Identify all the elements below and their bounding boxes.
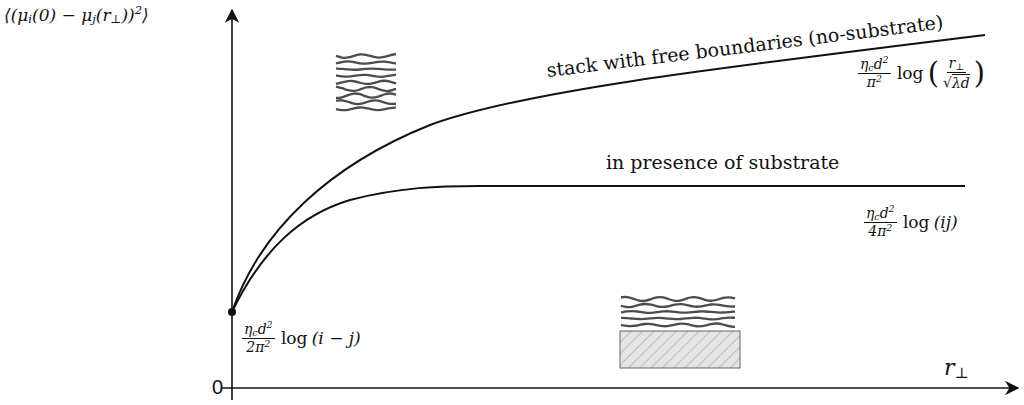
formula-part: (i − j) — [312, 329, 361, 348]
membrane-layer — [621, 304, 735, 307]
formula-part: log — [903, 213, 930, 232]
formula-part: (0) − μ — [32, 6, 92, 25]
formula-part: ⊥ — [955, 62, 964, 72]
start-dot — [228, 308, 236, 316]
curve-label: in presence of substrate — [606, 152, 839, 173]
formula-part: 2 — [883, 55, 889, 65]
fraction: ηcd2π2 — [858, 57, 891, 91]
fraction: r⊥√λd — [941, 56, 972, 92]
denominator: 2π2 — [244, 339, 272, 355]
formula-part: η — [866, 206, 874, 221]
formula-part: c — [252, 328, 257, 338]
origin-formula: ηcd22π2log(i − j) — [240, 322, 361, 356]
formula-part: )) — [121, 6, 134, 25]
origin-label: 0 — [212, 376, 223, 398]
denominator: π2 — [865, 74, 884, 90]
formula-part: log — [897, 64, 924, 83]
formula-part: 2π — [246, 340, 264, 355]
x-axis — [222, 387, 1018, 389]
membrane-layer — [621, 323, 735, 326]
formula-part: r — [944, 356, 955, 380]
formula-part: η — [244, 322, 252, 337]
formula-part: ) — [974, 59, 985, 88]
formula-part: ⟩ — [142, 6, 149, 25]
membrane-layer — [336, 107, 396, 110]
membrane-layer — [336, 68, 396, 69]
formula-part: η — [860, 57, 868, 72]
formula-part: 2 — [267, 320, 273, 330]
formula-part: 2 — [889, 204, 895, 214]
formula-part: 4π — [868, 224, 886, 239]
formula-part: √ — [943, 75, 952, 90]
numerator: ηcd2 — [858, 57, 891, 74]
x-axis-label: r⊥ — [944, 356, 969, 380]
membrane-layer — [621, 297, 735, 301]
y-axis-label: ⟨(μi(0) − μj(r⊥))2⟩ — [4, 6, 149, 25]
curve-label: stack with free boundaries (no-substrate… — [545, 11, 944, 80]
formula-part: c — [868, 63, 873, 73]
supported-stack-icon — [621, 297, 735, 327]
membrane-layer — [621, 311, 735, 313]
denominator: 4π2 — [866, 223, 894, 239]
denominator: √λd — [941, 73, 972, 91]
formula-part: log — [281, 329, 308, 348]
formula-part: ( — [928, 59, 939, 88]
numerator: ηcd2 — [864, 206, 897, 223]
formula-part: 2 — [264, 339, 270, 349]
membrane-layer — [621, 318, 735, 320]
membrane-layer — [336, 100, 396, 104]
asymptote-formula: ηcd2π2log(r⊥√λd) — [856, 56, 985, 92]
formula-part: i — [28, 13, 32, 26]
formula-part: ⟨(μ — [4, 6, 28, 25]
numerator: ηcd2 — [242, 322, 275, 339]
free-stack-icon — [336, 54, 396, 110]
fraction: ηcd24π2 — [864, 206, 897, 240]
membrane-layer — [336, 87, 396, 91]
membrane-layer — [336, 81, 396, 84]
formula-part: (r — [96, 6, 111, 25]
y-axis — [231, 10, 233, 400]
formula-part: ⊥ — [111, 13, 122, 26]
free-stack-curve — [232, 35, 985, 312]
formula-part: (ij) — [934, 213, 958, 232]
formula-part: c — [874, 212, 879, 222]
formula-part: d — [258, 322, 267, 337]
membrane-layer — [336, 61, 396, 63]
formula-part: λd — [952, 74, 970, 91]
formula-part: 2 — [135, 4, 142, 17]
membrane-layer — [336, 75, 396, 77]
substrate-curve — [232, 186, 965, 312]
formula-part: ⊥ — [955, 365, 969, 381]
plateau-formula: ηcd24π2log(ij) — [862, 206, 958, 240]
membrane-layer — [336, 93, 396, 97]
numerator: r⊥ — [947, 56, 967, 73]
formula-part: 2 — [886, 223, 892, 233]
formula-part: 2 — [876, 74, 882, 84]
formula-part: d — [874, 57, 883, 72]
formula-part: j — [92, 13, 96, 26]
formula-part: d — [880, 206, 889, 221]
formula-part: r — [949, 56, 956, 71]
fraction: ηcd22π2 — [242, 322, 275, 356]
substrate-block — [620, 331, 740, 368]
formula-part: π — [867, 75, 876, 90]
membrane-layer — [336, 54, 396, 58]
